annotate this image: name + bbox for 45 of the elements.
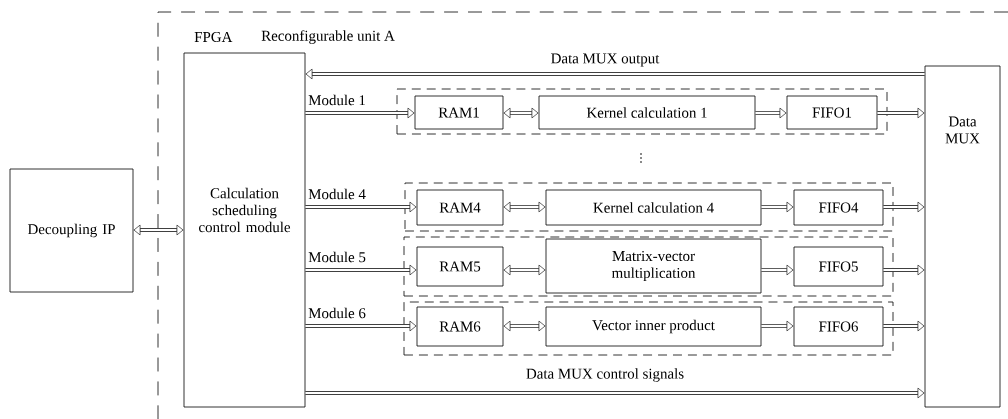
double-arrow bbox=[755, 107, 787, 119]
double-arrow bbox=[761, 201, 794, 213]
module-group bbox=[404, 182, 894, 232]
block-box: Kernel calculation 4 bbox=[545, 189, 762, 226]
mux-box: Data MUX bbox=[924, 65, 1001, 408]
module-group bbox=[396, 88, 888, 135]
double-arrow bbox=[761, 320, 794, 332]
double-arrow bbox=[305, 387, 925, 399]
double-arrow bbox=[305, 107, 415, 119]
edge-label: Module 5 bbox=[307, 250, 367, 264]
module-group bbox=[403, 301, 894, 356]
block-box: Vector inner product bbox=[545, 306, 762, 347]
double-arrow bbox=[761, 264, 794, 276]
double-arrow bbox=[503, 107, 539, 119]
control-module-box: Calculation scheduling control module bbox=[183, 52, 306, 408]
edge-label: Module 1 bbox=[307, 93, 367, 107]
block-box: FIFO5 bbox=[793, 246, 884, 287]
edge-label: Module 4 bbox=[307, 187, 367, 201]
edge-label: Data MUX output bbox=[549, 52, 661, 68]
double-arrow bbox=[883, 264, 925, 276]
double-arrow bbox=[305, 68, 925, 80]
edge-label: Module 6 bbox=[307, 306, 367, 320]
block-box: FIFO6 bbox=[793, 306, 884, 347]
double-arrow bbox=[877, 107, 925, 119]
ip-block: Decoupling IP bbox=[9, 168, 134, 293]
double-arrow bbox=[305, 201, 417, 213]
block-box: RAM5 bbox=[416, 246, 504, 287]
block-box: RAM6 bbox=[416, 306, 504, 347]
edge-label: Data MUX control signals bbox=[524, 367, 686, 383]
block-box: FIFO4 bbox=[793, 189, 884, 226]
double-arrow bbox=[305, 264, 417, 276]
double-arrow bbox=[503, 320, 546, 332]
ellipsis: ⋮ bbox=[640, 153, 642, 163]
block-box: Kernel calculation 1 bbox=[538, 95, 756, 130]
block-box: RAM1 bbox=[414, 95, 504, 130]
block-box: FIFO1 bbox=[786, 95, 878, 130]
block-box: Matrix-vector multiplication bbox=[545, 238, 762, 294]
double-arrow bbox=[133, 224, 184, 236]
double-arrow bbox=[305, 320, 417, 332]
double-arrow bbox=[883, 320, 925, 332]
double-arrow bbox=[503, 201, 546, 213]
double-arrow bbox=[503, 264, 546, 276]
double-arrow bbox=[883, 201, 925, 213]
module-group bbox=[403, 236, 894, 297]
block-box: RAM4 bbox=[416, 189, 504, 226]
